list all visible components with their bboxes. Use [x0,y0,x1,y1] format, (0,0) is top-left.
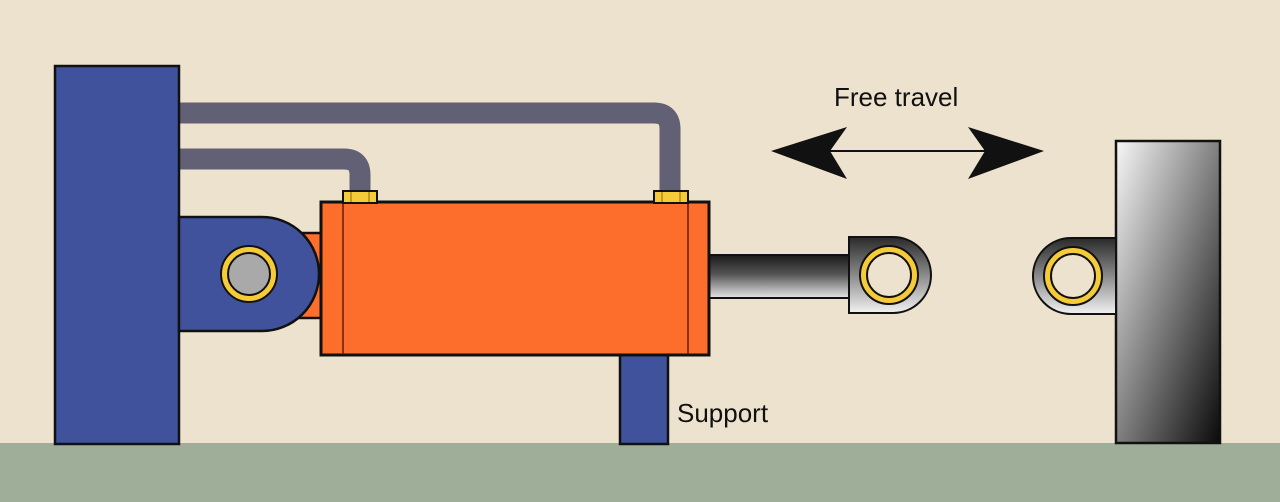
free-travel-label: Free travel [834,82,958,112]
hose-upper [180,102,681,196]
hose-port-right [653,190,689,204]
load-block [1114,139,1222,445]
rod-eye-hole [866,252,912,298]
hose-port-left [342,190,378,204]
arrowhead-right [968,127,1044,179]
piston-rod [707,254,852,299]
arrowhead-left [771,127,847,179]
support-post [618,352,670,446]
hose-lower [180,148,371,196]
hydraulic-hoses [180,102,681,196]
load-eye [1032,237,1117,315]
cylinder-barrel [319,200,711,357]
clevis-pin [227,252,271,296]
rod-eye [848,236,932,314]
ground [0,443,1280,502]
support-label: Support [677,398,769,428]
double-arrow-icon [771,127,1044,179]
load-eye-hole [1050,253,1096,299]
mounting-wall [53,64,181,446]
